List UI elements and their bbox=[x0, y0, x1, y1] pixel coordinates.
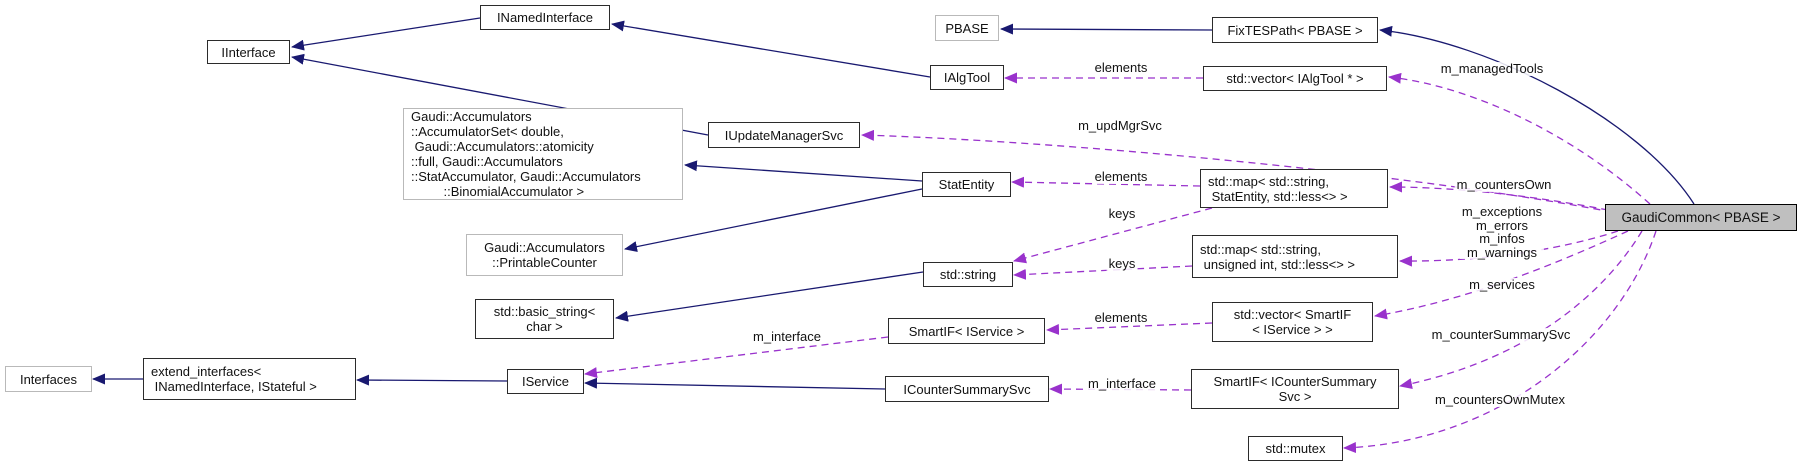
node-basicstring[interactable]: std::basic_string< char > bbox=[475, 299, 614, 339]
edge-mapunsigned-keys-stdstring bbox=[1013, 265, 1193, 280]
edge-label-keys-upper: keys bbox=[1106, 206, 1138, 221]
edge-label-countersummarysvc: m_counterSummarySvc bbox=[1429, 327, 1573, 342]
node-icountersummarysvc[interactable]: ICounterSummarySvc bbox=[885, 376, 1049, 402]
node-iservice[interactable]: IService bbox=[507, 369, 584, 394]
edge-label-updmgrsvc: m_updMgrSvc bbox=[1076, 118, 1164, 133]
edge-gaudicommon-countersummarysvc-smartif bbox=[1399, 230, 1643, 390]
node-iinterface[interactable]: IInterface bbox=[207, 40, 290, 64]
node-stdmutex[interactable]: std::mutex bbox=[1248, 436, 1343, 461]
edge-gaudicommon-to-fixtespath bbox=[1379, 25, 1695, 205]
node-map-statentity[interactable]: std::map< std::string, StatEntity, std::… bbox=[1200, 169, 1388, 208]
edge-label-countersown: m_countersOwn bbox=[1454, 177, 1554, 192]
edge-gaudicommon-mutex-stdmutex bbox=[1343, 230, 1657, 454]
edge-gaudicommon-updmgrsvc bbox=[861, 129, 1613, 213]
node-smartif-iservice[interactable]: SmartIF< IService > bbox=[888, 318, 1045, 344]
node-fixtespath[interactable]: FixTESPath< PBASE > bbox=[1212, 17, 1378, 43]
node-printablecounter: Gaudi::Accumulators ::PrintableCounter bbox=[466, 234, 623, 276]
node-map-unsigned-int[interactable]: std::map< std::string, unsigned int, std… bbox=[1192, 235, 1398, 278]
edge-fixtespath-to-pbase bbox=[1000, 23, 1213, 35]
edge-icountersummarysvc-to-iservice bbox=[584, 377, 886, 390]
edge-statentity-to-printablecounter bbox=[624, 188, 923, 253]
edge-label-counter-group: m_exceptions m_errors m_infos m_warnings bbox=[1459, 204, 1545, 260]
node-iupdatemanagersvc[interactable]: IUpdateManagerSvc bbox=[708, 122, 860, 148]
edge-statentity-to-accumulatorset bbox=[684, 160, 923, 182]
edge-inamedinterface-to-iinterface bbox=[291, 17, 481, 51]
node-gaudicommon: GaudiCommon< PBASE > bbox=[1605, 204, 1797, 231]
edge-label-elements-ialgtool: elements bbox=[1092, 60, 1150, 75]
edge-label-keys-lower: keys bbox=[1106, 256, 1138, 271]
node-vector-ialgtool[interactable]: std::vector< IAlgTool * > bbox=[1203, 66, 1387, 91]
node-ialgtool[interactable]: IAlgTool bbox=[930, 65, 1004, 90]
edge-gaudicommon-managedtools-vector bbox=[1388, 72, 1651, 205]
node-pbase: PBASE bbox=[935, 15, 999, 41]
edge-gaudicommon-countersown-mapstatentity bbox=[1389, 181, 1609, 211]
edge-label-services: m_services bbox=[1467, 277, 1537, 292]
node-extend-interfaces[interactable]: extend_interfaces< INamedInterface, ISta… bbox=[143, 358, 356, 400]
node-statentity[interactable]: StatEntity bbox=[922, 172, 1011, 197]
node-accumulatorset: Gaudi::Accumulators ::AccumulatorSet< do… bbox=[403, 108, 683, 200]
edge-vectorsmartif-elements-smartif bbox=[1046, 322, 1213, 335]
edge-ialgtool-to-inamedinterface bbox=[611, 20, 931, 78]
edge-label-interface-lower: m_interface bbox=[1086, 376, 1158, 391]
edge-label-managedtools: m_managedTools bbox=[1438, 61, 1546, 76]
edge-iservice-to-extendinterfaces bbox=[356, 374, 508, 386]
edge-label-elements-smartif: elements bbox=[1092, 310, 1150, 325]
edge-mapstatentity-elements-statentity bbox=[1011, 176, 1201, 188]
node-inamedinterface[interactable]: INamedInterface bbox=[480, 5, 610, 30]
edge-label-interface-upper: m_interface bbox=[751, 329, 823, 344]
edge-label-countersownmutex: m_countersOwnMutex bbox=[1432, 392, 1568, 407]
node-stdstring[interactable]: std::string bbox=[923, 262, 1013, 287]
node-smartif-icountersummarysvc[interactable]: SmartIF< ICounterSummary Svc > bbox=[1191, 369, 1399, 409]
edge-label-elements-statentity: elements bbox=[1092, 169, 1150, 184]
node-interfaces: Interfaces bbox=[5, 366, 92, 392]
node-vector-smartif[interactable]: std::vector< SmartIF < IService > > bbox=[1212, 302, 1373, 342]
edge-mapstatentity-keys-stdstring bbox=[1013, 207, 1213, 264]
edge-stdstring-to-basicstring bbox=[615, 271, 924, 322]
edge-smartif-interface-iservice bbox=[584, 336, 889, 379]
